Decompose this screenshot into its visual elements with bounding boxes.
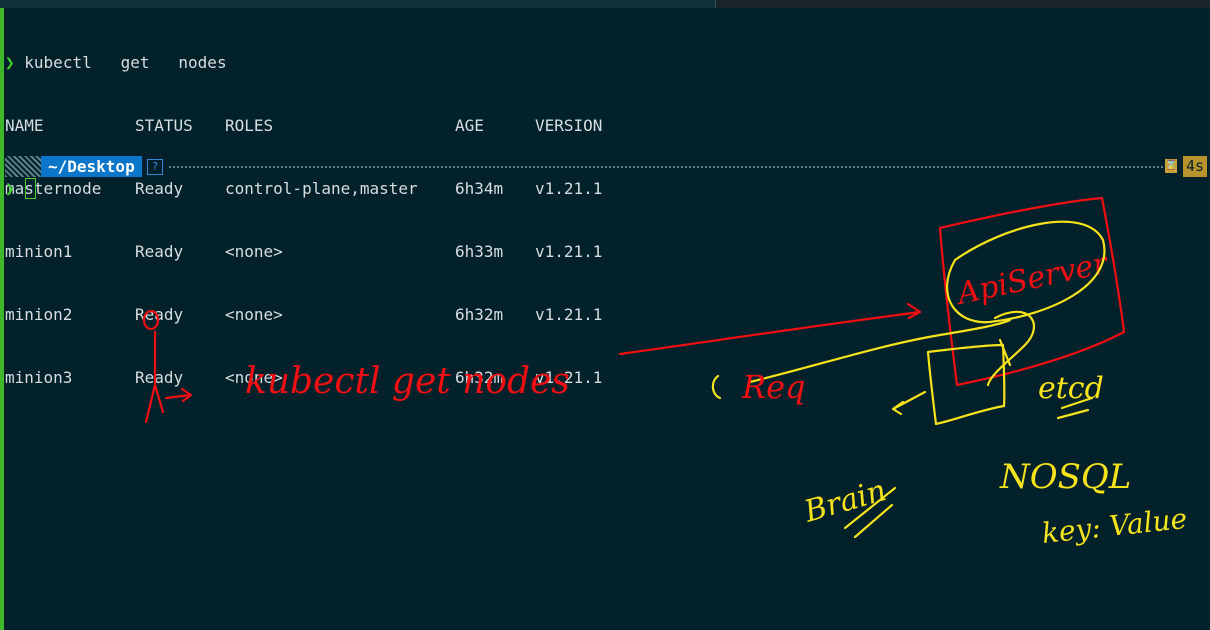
table-row: minion3 Ready <none> 6h32m v1.21.1 — [5, 367, 1205, 388]
etcd-label: etcd — [1038, 371, 1104, 406]
prompt-arrow-icon: ❯ — [5, 53, 15, 72]
header-age: AGE — [455, 116, 484, 135]
node-name: minion2 — [5, 305, 73, 324]
node-status: Ready — [135, 305, 184, 324]
text-cursor[interactable] — [25, 178, 36, 199]
window-tab-strip — [0, 0, 1210, 8]
table-row: minion2 Ready <none> 6h32m v1.21.1 — [5, 304, 1205, 325]
etcd-box — [926, 343, 1006, 426]
node-status: Ready — [135, 242, 184, 261]
node-status: Ready — [135, 368, 184, 387]
apiserver-label: ApiServer — [951, 246, 1112, 313]
node-version: v1.21.1 — [535, 179, 603, 198]
key-value-label: key: Value — [1040, 502, 1188, 550]
node-roles: <none> — [225, 305, 283, 324]
os-pattern-icon — [5, 156, 41, 177]
node-roles: <none> — [225, 368, 283, 387]
hourglass-icon: ⌛ — [1165, 159, 1178, 173]
git-status-icon: ? — [147, 159, 163, 175]
apiserver-ellipse — [945, 220, 1106, 324]
node-roles: <none> — [225, 242, 283, 261]
header-version: VERSION — [535, 116, 603, 135]
request-label: Req — [741, 368, 806, 406]
node-name: minion1 — [5, 242, 73, 261]
node-version: v1.21.1 — [535, 368, 603, 387]
tab-active[interactable] — [0, 0, 716, 8]
node-age: 6h32m — [455, 368, 504, 387]
node-age: 6h34m — [455, 179, 504, 198]
table-row: masternode Ready control-plane,master 6h… — [5, 178, 1205, 199]
status-filler-dots — [169, 166, 1163, 168]
terminal-output: ❯ kubectl get nodes NAME STATUS ROLES AG… — [5, 10, 1205, 409]
header-status: STATUS — [135, 116, 193, 135]
pane-indicator-bar — [0, 8, 4, 630]
command-text: kubectl get nodes — [24, 53, 227, 72]
prompt-status-bar: ~/Desktop ? ⌛ 4s — [5, 156, 1207, 177]
node-age: 6h33m — [455, 242, 504, 261]
node-name: minion3 — [5, 368, 73, 387]
node-age: 6h32m — [455, 305, 504, 324]
kubectl-get-nodes-annotation: kubectl get nodes — [245, 361, 570, 402]
request-arrow-icon — [618, 302, 922, 356]
header-name: NAME — [5, 116, 44, 135]
prompt-arrow-icon: ❯ — [5, 179, 15, 198]
table-header: NAME STATUS ROLES AGE VERSION — [5, 115, 1205, 136]
node-roles: control-plane,master — [225, 179, 418, 198]
node-version: v1.21.1 — [535, 305, 603, 324]
header-roles: ROLES — [225, 116, 274, 135]
tab-inactive[interactable] — [717, 0, 1210, 8]
command-line: ❯ kubectl get nodes — [5, 52, 1205, 73]
control-plane-box — [938, 196, 1126, 387]
user-figure-icon — [142, 309, 193, 424]
table-row: minion1 Ready <none> 6h33m v1.21.1 — [5, 241, 1205, 262]
current-directory: ~/Desktop — [41, 156, 142, 177]
nosql-label: NOSQL — [999, 457, 1131, 497]
node-status: Ready — [135, 179, 184, 198]
node-name: masternode — [5, 179, 102, 198]
node-version: v1.21.1 — [535, 242, 603, 261]
command-duration: 4s — [1182, 156, 1207, 177]
